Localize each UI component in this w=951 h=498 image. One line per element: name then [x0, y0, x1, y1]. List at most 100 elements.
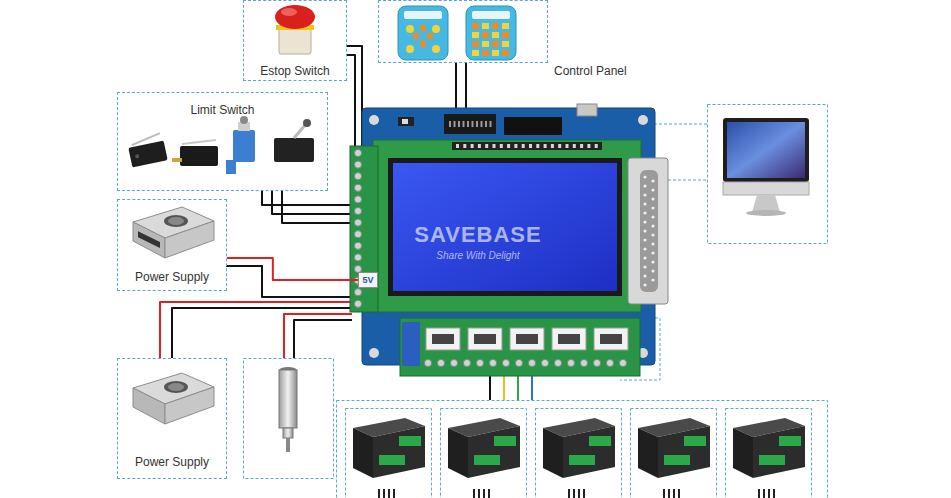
stepper-driver-icon	[393, 489, 395, 498]
stepper-driver-icon	[663, 489, 665, 498]
stepper-driver-icon	[583, 489, 585, 498]
controller-board	[369, 115, 379, 125]
board-parts	[354, 242, 361, 249]
stepper-driver-icon	[448, 428, 468, 478]
wire	[489, 376, 491, 400]
stepper-driver-icon	[383, 489, 385, 498]
stepper-driver-icon	[473, 489, 475, 498]
board-parts	[643, 274, 646, 277]
stepper-driver-icon	[353, 428, 373, 478]
pendant-keys	[482, 32, 489, 38]
monitor-frame	[708, 105, 828, 244]
stepper-driver-icon	[494, 436, 516, 446]
box-label: Power Supply	[118, 270, 226, 284]
board-parts	[458, 121, 460, 127]
board-parts	[643, 184, 646, 187]
controller-board	[350, 104, 668, 376]
limit-switch-icon	[240, 116, 248, 124]
board-parts	[651, 269, 654, 272]
spindle-icon	[286, 438, 290, 452]
pendant-icon	[413, 33, 419, 39]
controller-board	[628, 158, 668, 304]
board-parts	[471, 144, 474, 148]
stepper-driver-icon	[763, 489, 765, 498]
driver-frame	[346, 409, 432, 498]
board-parts	[580, 359, 587, 366]
board-parts	[651, 206, 654, 209]
voltage-tag: 5V	[358, 272, 378, 288]
board-parts	[606, 359, 613, 366]
board-parts	[474, 334, 496, 344]
power-supply-icon	[133, 388, 165, 424]
board-parts	[449, 121, 451, 127]
board-parts	[424, 359, 431, 366]
stepper-driver-icon	[543, 418, 615, 498]
pendant-keys	[492, 23, 499, 29]
stepper-driver-icon	[478, 489, 480, 498]
pendant-keys	[492, 50, 499, 56]
monitor-icon	[723, 182, 809, 195]
stepper-driver-icon	[668, 489, 670, 498]
pendant-icon	[427, 33, 433, 39]
board-parts	[354, 219, 361, 226]
board-parts	[354, 300, 361, 307]
power-wire	[227, 258, 358, 280]
pendant-icon	[420, 41, 426, 47]
board-parts	[643, 175, 646, 178]
stepper-driver-icon	[773, 489, 775, 498]
board-parts	[476, 359, 483, 366]
board-parts	[490, 121, 492, 127]
controller-board	[393, 163, 617, 291]
power-supply-icon	[138, 231, 160, 248]
estop-switch-icon	[279, 28, 311, 54]
pendant-icon	[420, 25, 426, 31]
controller-board	[350, 146, 378, 312]
control-panel-box: Control Panel	[378, 0, 548, 63]
controller-board	[504, 117, 562, 135]
controller-board	[452, 142, 602, 150]
board-parts	[463, 359, 470, 366]
stepper-driver-icon	[733, 428, 753, 478]
wire	[465, 62, 467, 110]
monitor-icon	[752, 195, 780, 212]
stepper-driver-icon	[543, 428, 563, 478]
watermark: SAVEBASE	[408, 222, 548, 248]
board-parts	[651, 179, 654, 182]
pendant-keys	[472, 23, 479, 29]
power-supply-icon	[133, 222, 165, 258]
controller-board	[373, 140, 641, 312]
stepper-driver-icon	[768, 489, 770, 498]
box-label: Power Supply	[118, 455, 226, 469]
board-parts	[354, 207, 361, 214]
board-parts	[643, 220, 646, 223]
controller-board	[400, 318, 640, 376]
board-parts	[554, 359, 561, 366]
power-supply-box: Power Supply	[117, 199, 227, 291]
watermark-holder: Share With Delight	[418, 250, 538, 261]
pendant-keys	[492, 41, 499, 47]
board-parts	[558, 144, 561, 148]
board-parts	[463, 144, 466, 148]
board-parts	[573, 144, 576, 148]
controller-board	[402, 322, 420, 366]
controller-board	[398, 117, 414, 126]
board-parts	[594, 328, 628, 350]
board-parts	[437, 359, 444, 366]
board-parts	[552, 328, 586, 350]
board-parts	[587, 144, 590, 148]
board-parts	[567, 359, 574, 366]
board-parts	[558, 334, 580, 344]
board-parts	[651, 233, 654, 236]
stepper-driver-icon	[758, 489, 760, 498]
stepper-driver-icon	[673, 489, 675, 498]
pendant-icon	[432, 45, 440, 53]
power-supply-box: Power Supply	[117, 358, 227, 479]
driver-frame	[346, 409, 812, 498]
board-parts	[502, 359, 509, 366]
board-parts	[476, 121, 478, 127]
stepper-driver-icon	[684, 436, 706, 446]
board-parts	[467, 121, 469, 127]
stepper-driver-icon	[353, 418, 425, 498]
pendant-keys	[472, 23, 509, 56]
